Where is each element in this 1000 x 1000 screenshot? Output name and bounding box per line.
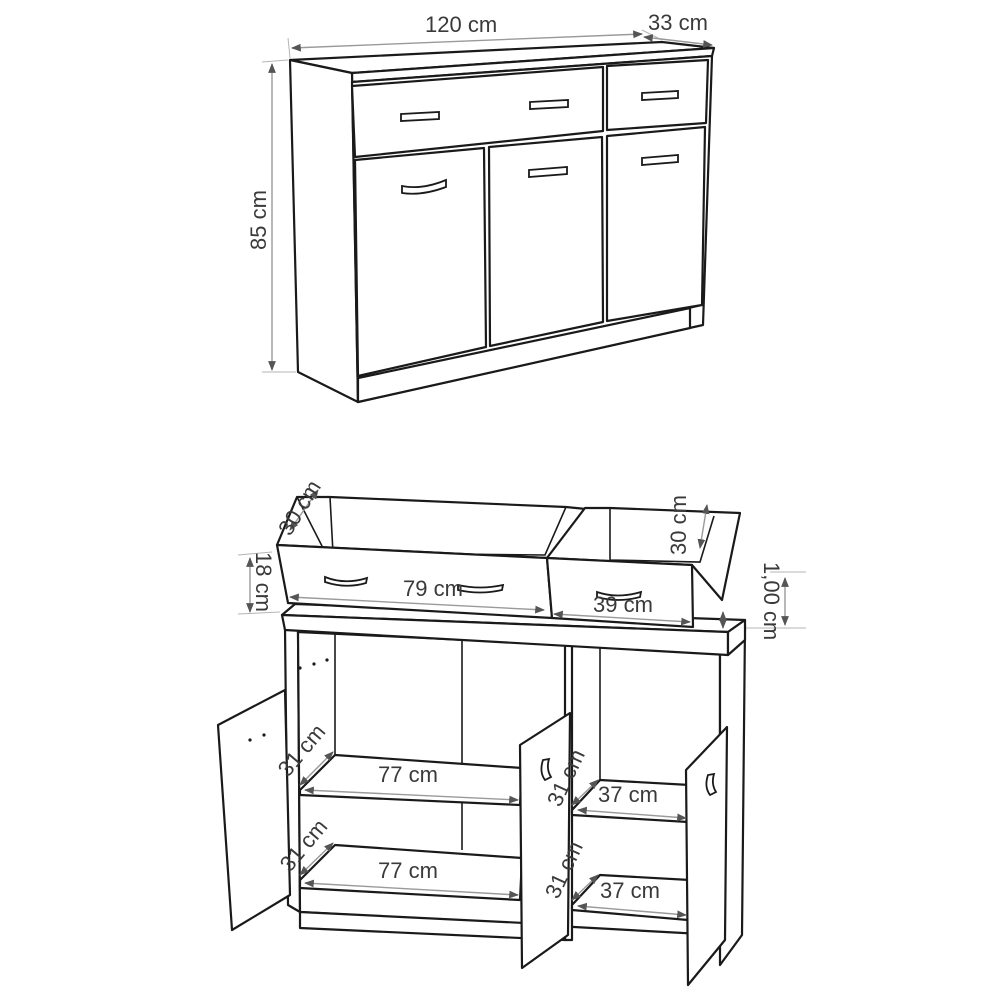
drawer-height-label: 18 cm (251, 552, 276, 612)
drawer-handle-icon (400, 111, 440, 122)
plinth (356, 306, 692, 404)
countertop-side (726, 618, 747, 657)
closed-sideboard (288, 40, 716, 404)
door-middle-open (518, 711, 572, 970)
door-handle-icon (401, 178, 447, 195)
drawer-large-width-label: 79 cm (403, 576, 463, 601)
height-label: 85 cm (246, 190, 271, 250)
right-upper-shelf-width-label: 37 cm (598, 782, 658, 807)
hinge-holes (248, 658, 329, 742)
side-panel (288, 58, 360, 404)
drawer-handle-icon (457, 583, 505, 594)
right-lower-shelf-width-label: 37 cm (600, 878, 660, 903)
plinth (298, 910, 567, 942)
top-dimensions: 120 cm 33 cm 85 cm (246, 10, 713, 373)
drawer-handle-icon (641, 90, 679, 101)
drawer-handle-icon (596, 590, 643, 601)
drawer-small-width-label: 39 cm (593, 592, 653, 617)
drawer-small-depth-label: 30 cm (666, 495, 691, 555)
drawer-handle-icon (324, 575, 369, 587)
top-thickness-label: 1,00 cm (759, 562, 784, 640)
width-dimension-line (291, 30, 643, 52)
drawer-small-front (545, 556, 695, 629)
drawer-left (350, 65, 605, 159)
door-middle (487, 135, 605, 348)
door-left-open (216, 688, 292, 932)
door-right (605, 125, 707, 323)
door-right-open (684, 725, 729, 987)
door-handle-icon (528, 166, 568, 178)
left-lower-shelf-width-label: 77 cm (378, 858, 438, 883)
door-left (353, 146, 488, 378)
width-label: 120 cm (425, 12, 497, 37)
depth-label: 33 cm (648, 10, 708, 35)
depth-dimension-line (643, 34, 713, 48)
drawer-handle-icon (529, 99, 569, 110)
left-upper-shelf-width-label: 77 cm (378, 762, 438, 787)
door-handle-icon (641, 154, 679, 166)
door-handle-icon (540, 757, 553, 782)
door-handle-icon (705, 772, 718, 797)
